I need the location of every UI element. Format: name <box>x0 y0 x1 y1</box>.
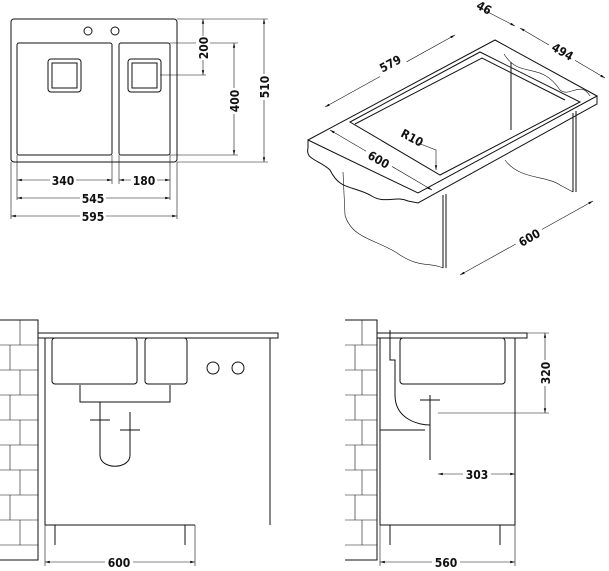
dim-545: 545 <box>82 192 105 206</box>
bowl <box>399 337 506 385</box>
brick-wall <box>0 319 39 561</box>
drain-inner <box>51 62 78 89</box>
right-bowl <box>118 42 171 156</box>
dim-303: 303 <box>466 468 489 482</box>
sink-outline <box>10 18 178 163</box>
drain-icon <box>47 58 82 93</box>
brick-wall <box>345 319 378 561</box>
countertop <box>376 332 528 339</box>
top-view: 200 400 510 340 180 545 595 <box>10 18 272 224</box>
dim-340: 340 <box>52 174 75 188</box>
tap-hole-icon <box>206 361 220 375</box>
isometric-view: 579 46 494 R10 600 600 <box>307 0 606 276</box>
tap-hole-icon <box>231 361 245 375</box>
tap-hole-icon <box>110 26 120 36</box>
dim-595: 595 <box>82 210 105 224</box>
waste-pipes <box>380 330 440 460</box>
side-view: 320 303 560 <box>345 319 553 570</box>
dim-46: 46 <box>474 0 494 18</box>
dim-400: 400 <box>228 90 242 113</box>
drain-icon <box>127 58 162 93</box>
countertop <box>307 95 598 204</box>
radius-r10: R10 <box>398 126 425 149</box>
dim-600-cabinet: 600 <box>108 556 131 570</box>
right-bowl <box>144 337 188 385</box>
left-bowl <box>51 337 138 385</box>
tap-hole-icon <box>83 26 93 36</box>
dim-560: 560 <box>435 556 458 570</box>
left-bowl <box>16 42 113 156</box>
dim-320: 320 <box>539 362 553 385</box>
front-view: 600 <box>0 319 279 570</box>
drain-inner <box>131 62 158 89</box>
dim-180: 180 <box>133 174 156 188</box>
waste-pipes <box>79 385 171 467</box>
dim-510: 510 <box>258 76 272 99</box>
countertop <box>37 332 279 339</box>
dim-200: 200 <box>197 37 211 60</box>
